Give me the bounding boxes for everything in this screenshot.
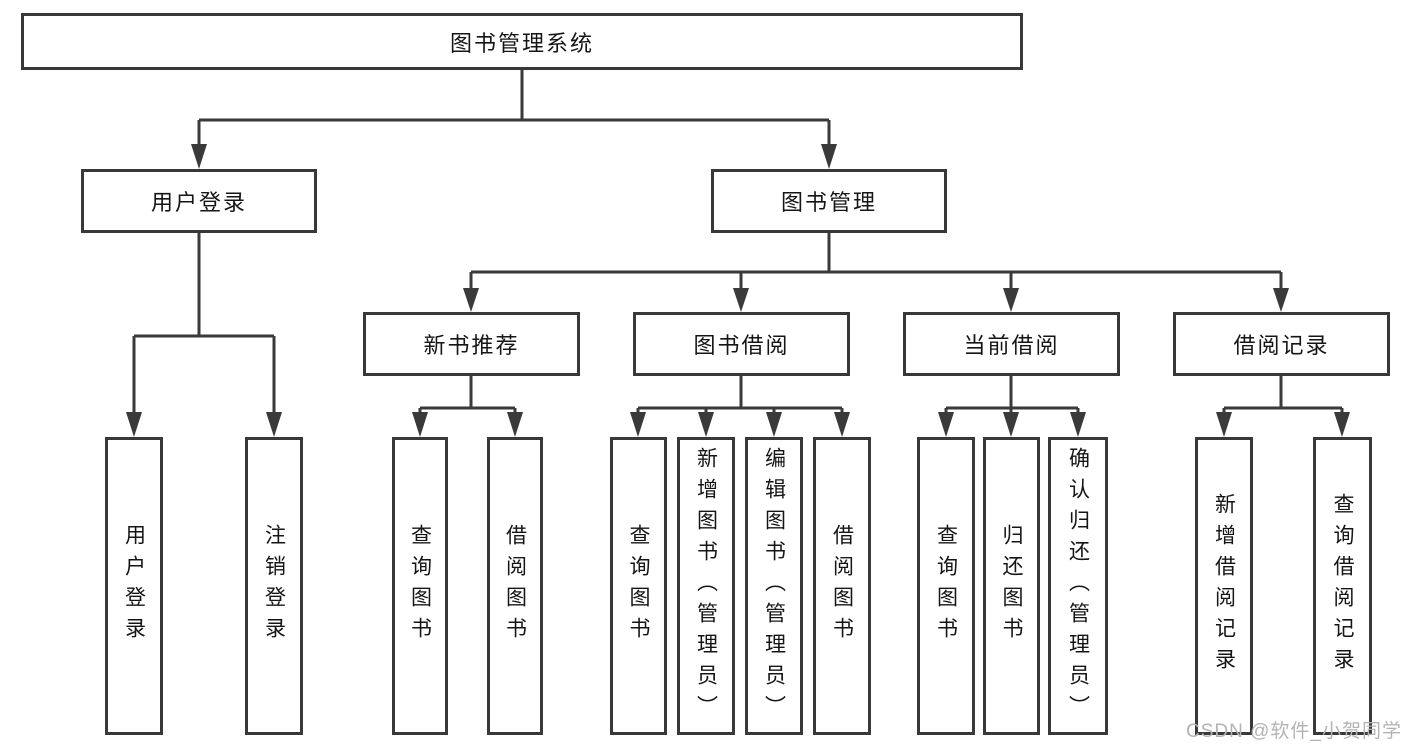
- node-leaf-borrow-books-recommend: 借阅图书: [487, 437, 543, 735]
- connector-book-management-to-level3: [463, 233, 1289, 312]
- leaf-label: 借阅图书: [503, 524, 527, 648]
- node-book-borrowing: 图书借阅: [633, 312, 850, 376]
- leaf-label: 编辑图书（管理员）: [762, 446, 786, 726]
- node-leaf-query-books-recommend: 查询图书: [392, 437, 448, 735]
- node-user-login: 用户登录: [81, 169, 317, 233]
- node-leaf-logout: 注销登录: [245, 437, 303, 735]
- node-leaf-confirm-return-admin: 确认归还（管理员）: [1048, 437, 1108, 735]
- node-leaf-user-login: 用户登录: [105, 437, 163, 735]
- leaf-label: 借阅图书: [830, 524, 854, 648]
- watermark: CSDN @软件_小贺同学: [1186, 721, 1402, 742]
- connector-new-book-recommend-to-leaves: [412, 376, 523, 437]
- connector-current-borrowing-to-leaves: [938, 376, 1086, 437]
- connector-borrow-records-to-leaves: [1216, 376, 1350, 437]
- leaf-label: 新增图书（管理员）: [694, 446, 718, 726]
- leaf-label: 用户登录: [122, 524, 146, 648]
- node-new-book-recommend: 新书推荐: [363, 312, 580, 376]
- node-root: 图书管理系统: [21, 13, 1023, 70]
- node-leaf-return-books: 归还图书: [983, 437, 1040, 735]
- node-leaf-query-books-current: 查询图书: [917, 437, 975, 735]
- node-leaf-query-borrow-record: 查询借阅记录: [1313, 437, 1372, 735]
- leaf-label: 查询图书: [934, 524, 958, 648]
- leaf-label: 查询图书: [627, 524, 650, 648]
- leaf-label: 查询借阅记录: [1331, 493, 1354, 679]
- node-label: 图书借阅: [693, 333, 790, 358]
- leaf-label: 注销登录: [262, 524, 286, 648]
- node-label: 新书推荐: [423, 333, 520, 358]
- node-borrow-records: 借阅记录: [1173, 312, 1390, 376]
- node-label: 图书管理: [780, 190, 877, 215]
- leaf-label: 查询图书: [408, 524, 432, 648]
- node-label: 借阅记录: [1233, 333, 1330, 358]
- node-leaf-borrow-books-borrowing: 借阅图书: [813, 437, 871, 735]
- node-leaf-add-borrow-record: 新增借阅记录: [1195, 437, 1253, 735]
- node-root-label: 图书管理系统: [449, 30, 594, 56]
- connector-root-to-level2: [191, 70, 837, 169]
- node-label: 用户登录: [150, 190, 247, 215]
- connector-book-borrowing-to-leaves: [630, 376, 850, 437]
- node-leaf-query-books-borrowing: 查询图书: [610, 437, 667, 735]
- node-leaf-edit-book-admin: 编辑图书（管理员）: [745, 437, 803, 735]
- leaf-label: 确认归还（管理员）: [1066, 446, 1090, 726]
- leaf-label: 新增借阅记录: [1212, 493, 1236, 679]
- node-label: 当前借阅: [963, 333, 1060, 358]
- node-current-borrowing: 当前借阅: [903, 312, 1120, 376]
- leaf-label: 归还图书: [1000, 524, 1023, 648]
- connector-user-login-to-leaves: [126, 233, 282, 437]
- node-leaf-add-book-admin: 新增图书（管理员）: [677, 437, 735, 735]
- node-book-management: 图书管理: [711, 169, 947, 233]
